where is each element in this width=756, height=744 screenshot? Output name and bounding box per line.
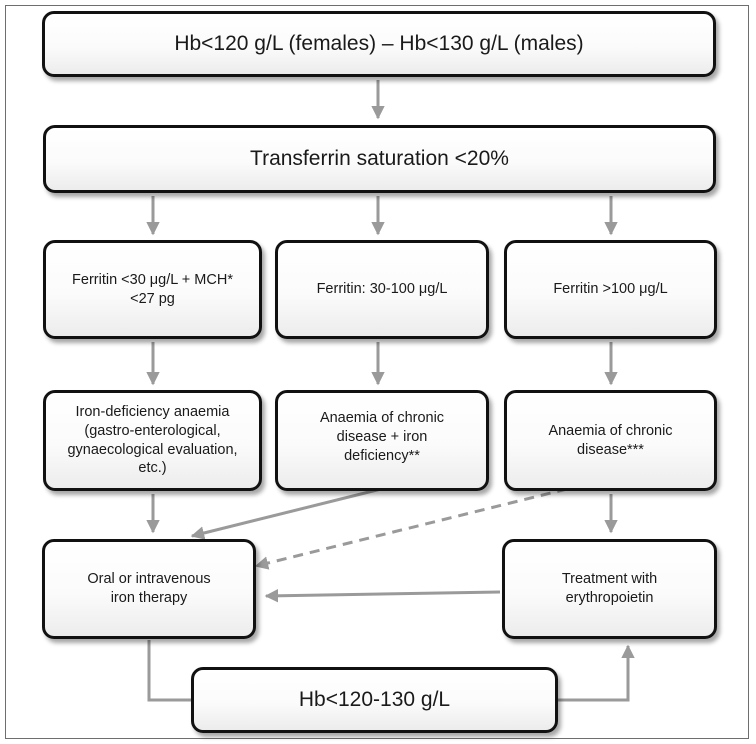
hb-threshold-box: Hb<120 g/L (females) – Hb<130 g/L (males… bbox=[42, 11, 716, 77]
acd-iron-deficiency-box: Anaemia of chronic disease + iron defici… bbox=[275, 390, 489, 491]
erythropoietin-box: Treatment with erythropoietin bbox=[502, 539, 717, 639]
arrow-acd-to-therapy-dashed bbox=[254, 487, 568, 570]
arrow-epo-to-therapy bbox=[264, 589, 501, 603]
ferritin-mid-box: Ferritin: 30-100 μg/L bbox=[275, 240, 489, 339]
iron-therapy-box: Oral or intravenous iron therapy bbox=[42, 539, 256, 639]
transferrin-saturation-box: Transferrin saturation <20% bbox=[43, 125, 716, 193]
hb-final-box: Hb<120-130 g/L bbox=[191, 667, 558, 733]
ferritin-high-box: Ferritin >100 μg/L bbox=[504, 240, 717, 339]
arrow-acd-iron-to-therapy bbox=[190, 487, 382, 540]
line-therapy-to-hb-final bbox=[147, 640, 192, 702]
diagram-frame bbox=[5, 5, 749, 739]
iron-deficiency-anaemia-box: Iron-deficiency anaemia (gastro-enterolo… bbox=[43, 390, 262, 491]
acd-box: Anaemia of chronic disease*** bbox=[504, 390, 717, 491]
arrow-hb-final-to-epo bbox=[558, 644, 635, 702]
ferritin-low-box: Ferritin <30 μg/L + MCH* <27 pg bbox=[43, 240, 262, 339]
